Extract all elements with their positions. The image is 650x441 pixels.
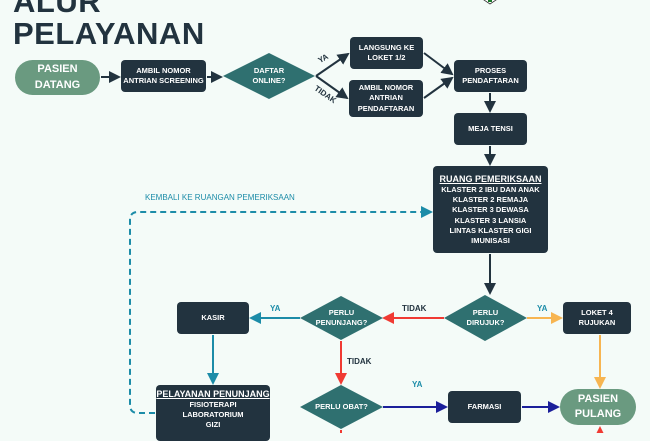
node-item: IMUNISASI bbox=[471, 235, 510, 245]
node-pasien-datang[interactable]: PASIEN DATANG bbox=[15, 60, 100, 95]
label-obat-ya: YA bbox=[412, 380, 423, 389]
node-ruang-pemeriksaan[interactable]: RUANG PEMERIKSAAN KLASTER 2 IBU DAN ANAK… bbox=[433, 166, 548, 253]
node-pasien-pulang[interactable]: PASIEN PULANG bbox=[560, 389, 636, 425]
node-text: PENDAFTARAN bbox=[357, 103, 415, 113]
node-text: LANGSUNG KE bbox=[358, 42, 415, 52]
logo bbox=[483, 0, 497, 5]
node-text: LOKET 4 RUJUKAN bbox=[578, 307, 616, 327]
node-item: GIZI bbox=[205, 420, 221, 430]
node-text: PASIEN bbox=[577, 392, 619, 405]
node-text: AMBIL NOMOR bbox=[136, 65, 191, 75]
node-text: FARMASI bbox=[467, 401, 502, 411]
node-heading: PELAYANAN PENUNJANG bbox=[156, 389, 270, 399]
edge-antrian-proses bbox=[423, 76, 454, 99]
node-text: DATANG bbox=[34, 78, 81, 91]
node-pelayanan-penunjang[interactable]: PELAYANAN PENUNJANG FISIOTERAPI LABORATO… bbox=[156, 385, 270, 441]
edge-kembali-dashed bbox=[129, 206, 433, 414]
node-item: LABORATORIUM bbox=[182, 410, 244, 420]
node-text: ANTRIAN bbox=[369, 93, 403, 103]
node-text: ANTRIAN SCREENING bbox=[123, 76, 204, 85]
node-loket-rujukan[interactable]: LOKET 4 RUJUKAN bbox=[563, 302, 631, 334]
title-line-2: PELAYANAN bbox=[13, 16, 205, 51]
node-text: PERLU OBAT? bbox=[315, 401, 368, 411]
label-rujuk-ya: YA bbox=[537, 304, 548, 313]
node-text: PERLU bbox=[472, 307, 499, 317]
diamond-perlu-obat bbox=[300, 385, 383, 429]
node-text: KASIR bbox=[201, 312, 225, 322]
node-text: PENDAFTARAN bbox=[462, 76, 519, 85]
node-item: KLASTER 3 LANSIA bbox=[454, 215, 527, 225]
node-kasir[interactable]: KASIR bbox=[177, 302, 249, 334]
edge-online-ya bbox=[315, 52, 350, 77]
node-text: AMBIL NOMOR bbox=[358, 83, 414, 93]
node-text: ONLINE? bbox=[252, 76, 286, 85]
label-rujuk-tidak: TIDAK bbox=[402, 304, 427, 313]
diamond-daftar-online bbox=[223, 53, 315, 99]
label-penunjang-ya: YA bbox=[270, 304, 281, 313]
node-text: DAFTAR bbox=[253, 65, 285, 75]
node-item: LINTAS KLASTER GIGI bbox=[449, 225, 532, 235]
node-item: KLASTER 3 DEWASA bbox=[452, 205, 529, 215]
node-text: PENUNJANG? bbox=[315, 318, 368, 327]
node-text: LOKET 1/2 bbox=[367, 53, 406, 62]
node-text: PASIEN bbox=[37, 63, 78, 76]
edge-online-tidak bbox=[315, 75, 349, 100]
title-line-1: ALUR bbox=[13, 0, 102, 19]
diamond-perlu-penunjang bbox=[300, 296, 383, 340]
edge-langsung-proses bbox=[423, 52, 454, 76]
node-text: PROSES bbox=[474, 65, 507, 75]
node-text: PERLU bbox=[328, 307, 355, 317]
node-item: KLASTER 2 REMAJA bbox=[452, 195, 529, 205]
node-heading: RUANG PEMERIKSAAN bbox=[439, 174, 542, 185]
node-farmasi[interactable]: FARMASI bbox=[448, 391, 521, 423]
label-kembali: KEMBALI KE RUANGAN PEMERIKSAAN bbox=[145, 193, 295, 202]
node-text: MEJA TENSI bbox=[468, 123, 513, 133]
node-meja-tensi[interactable]: MEJA TENSI bbox=[454, 113, 527, 145]
node-item: FISIOTERAPI bbox=[189, 400, 237, 410]
node-text: DIRUJUK? bbox=[466, 318, 505, 327]
node-perlu-obat[interactable]: PERLU OBAT? bbox=[300, 385, 383, 429]
diamond-perlu-dirujuk bbox=[444, 295, 527, 341]
node-text: PULANG bbox=[574, 408, 622, 420]
node-item: KLASTER 2 IBU DAN ANAK bbox=[441, 185, 540, 195]
label-penunjang-tidak: TIDAK bbox=[347, 357, 372, 366]
